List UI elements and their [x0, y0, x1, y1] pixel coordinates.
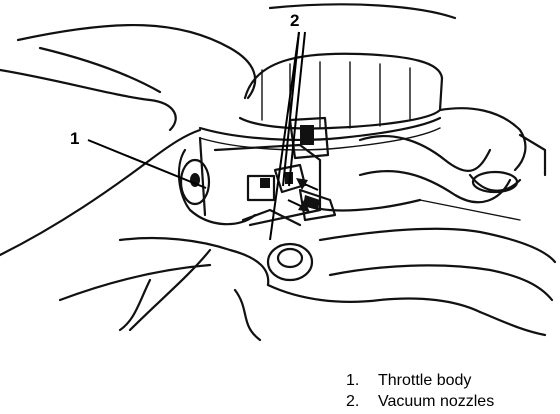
legend-number: 2. — [346, 393, 360, 410]
callout-throttle-body: 1 — [70, 129, 79, 148]
legend-label: Vacuum nozzles — [378, 393, 495, 410]
callout-vacuum-nozzles: 2 — [290, 11, 299, 30]
legend-label: Throttle body — [378, 372, 472, 389]
air-cleaner-housing — [198, 3, 457, 151]
intake-manifold — [58, 199, 557, 342]
legend: 1. Throttle body 2. Vacuum nozzles — [346, 370, 556, 412]
legend-number: 1. — [346, 372, 360, 389]
air-intake-duct — [0, 23, 257, 257]
leader-lines — [87, 31, 306, 241]
intake-hose — [358, 107, 547, 204]
legend-item: 2. Vacuum nozzles — [346, 391, 556, 412]
flow-arrows — [287, 178, 319, 212]
vacuum-nozzle-area — [241, 163, 422, 227]
legend-item: 1. Throttle body — [346, 370, 556, 391]
